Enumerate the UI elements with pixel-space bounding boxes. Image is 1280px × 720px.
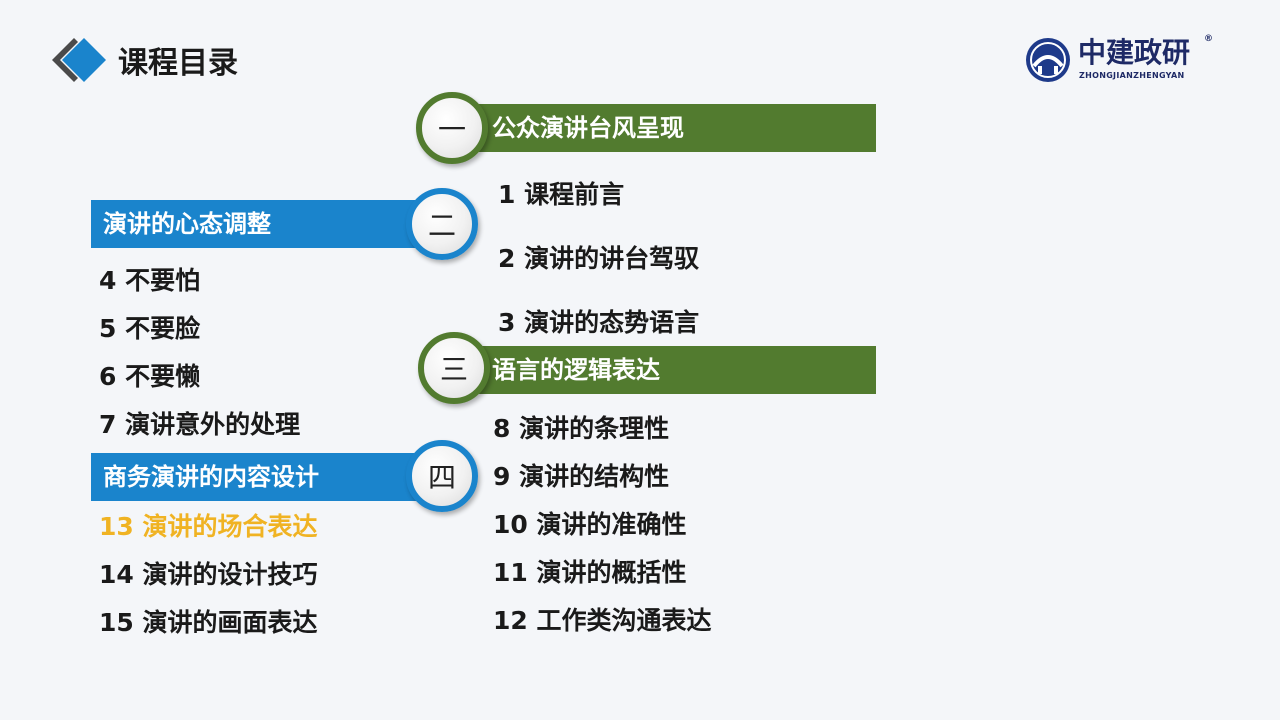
section-2-title: 演讲的心态调整 [103, 210, 271, 238]
section-3-item-3: 10 演讲的准确性 [493, 510, 687, 539]
section-1-title-bar: 公众演讲台风呈现 [478, 104, 876, 152]
section-1-item-1: 1 课程前言 [498, 180, 625, 209]
section-2-number-circle: 二 [406, 188, 478, 260]
section-2-item-1: 4 不要怕 [99, 266, 201, 295]
logo-registered-mark: ® [1204, 34, 1213, 44]
section-3-number-circle: 三 [418, 332, 490, 404]
title-diamond-icon [52, 38, 106, 82]
section-1-item-3: 3 演讲的态势语言 [498, 308, 700, 337]
section-1-item-2: 2 演讲的讲台驾驭 [498, 244, 700, 273]
globe-arch-logo-icon [1026, 38, 1070, 82]
section-1-title: 公众演讲台风呈现 [492, 114, 684, 142]
section-4-item-3: 15 演讲的画面表达 [99, 608, 318, 637]
section-2-item-4: 7 演讲意外的处理 [99, 410, 301, 439]
section-1-number: 一 [437, 113, 466, 146]
section-4-title-bar: 商务演讲的内容设计 [91, 453, 441, 501]
section-4-number: 四 [427, 461, 456, 494]
logo-pinyin: ZHONGJIANZHENGYAN [1079, 71, 1185, 80]
section-4-title: 商务演讲的内容设计 [103, 463, 319, 491]
page-title: 课程目录 [118, 46, 238, 81]
company-logo: 中建政研 ® ZHONGJIANZHENGYAN [1024, 34, 1214, 86]
section-3-number: 三 [439, 353, 468, 386]
section-1-number-circle: 一 [416, 92, 488, 164]
section-3-title: 语言的逻辑表达 [492, 356, 660, 384]
section-4-number-circle: 四 [406, 440, 478, 512]
section-3-title-bar: 语言的逻辑表达 [478, 346, 876, 394]
section-3-item-4: 11 演讲的概括性 [493, 558, 687, 587]
section-3-item-1: 8 演讲的条理性 [493, 414, 670, 443]
section-2-number: 二 [427, 209, 456, 242]
logo-name: 中建政研 [1078, 36, 1191, 69]
section-3-item-2: 9 演讲的结构性 [493, 462, 670, 491]
section-2-item-3: 6 不要懒 [99, 362, 201, 391]
section-4-item-1: 13 演讲的场合表达 [99, 512, 318, 541]
section-3-item-5: 12 工作类沟通表达 [493, 606, 712, 635]
section-4-item-2: 14 演讲的设计技巧 [99, 560, 318, 589]
section-2-item-2: 5 不要脸 [99, 314, 201, 343]
section-2-title-bar: 演讲的心态调整 [91, 200, 441, 248]
